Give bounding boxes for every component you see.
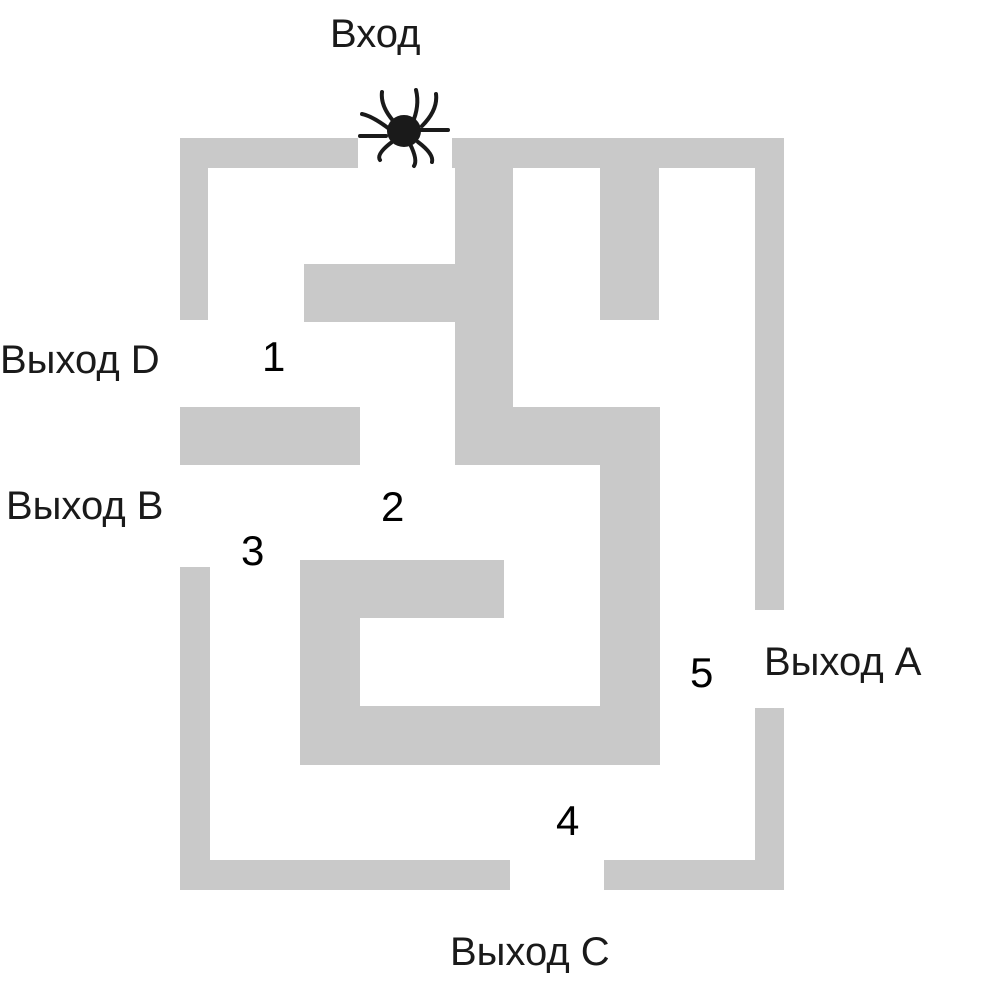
exit-c-label: Выход C xyxy=(450,930,610,974)
wall-right-upper xyxy=(755,138,784,610)
entrance-label: Вход xyxy=(330,12,421,56)
wall-left-lower xyxy=(180,567,210,890)
wall-right-lower xyxy=(755,708,784,890)
exit-d-label: Выход D xyxy=(0,338,160,382)
checkpoint-3: 3 xyxy=(241,527,265,574)
checkpoint-1: 1 xyxy=(262,333,286,380)
exit-b-label: Выход B xyxy=(6,484,164,528)
wall-spiral-top xyxy=(300,560,504,618)
wall-top-right xyxy=(452,138,784,168)
spider-icon xyxy=(358,88,450,168)
wall-right-hanging xyxy=(600,168,659,320)
checkpoint-5: 5 xyxy=(690,649,714,696)
wall-center-arm xyxy=(304,264,513,322)
checkpoint-4: 4 xyxy=(556,797,580,844)
wall-top-left xyxy=(180,138,358,168)
checkpoint-2: 2 xyxy=(381,483,405,530)
wall-bottom-left xyxy=(180,860,510,890)
wall-spiral-right xyxy=(600,407,660,765)
wall-bottom-right xyxy=(604,860,784,890)
maze-walls xyxy=(180,138,784,890)
wall-mid-left-bar xyxy=(180,407,360,465)
exit-a-label: Выход A xyxy=(764,640,922,684)
wall-left-upper xyxy=(180,138,208,320)
